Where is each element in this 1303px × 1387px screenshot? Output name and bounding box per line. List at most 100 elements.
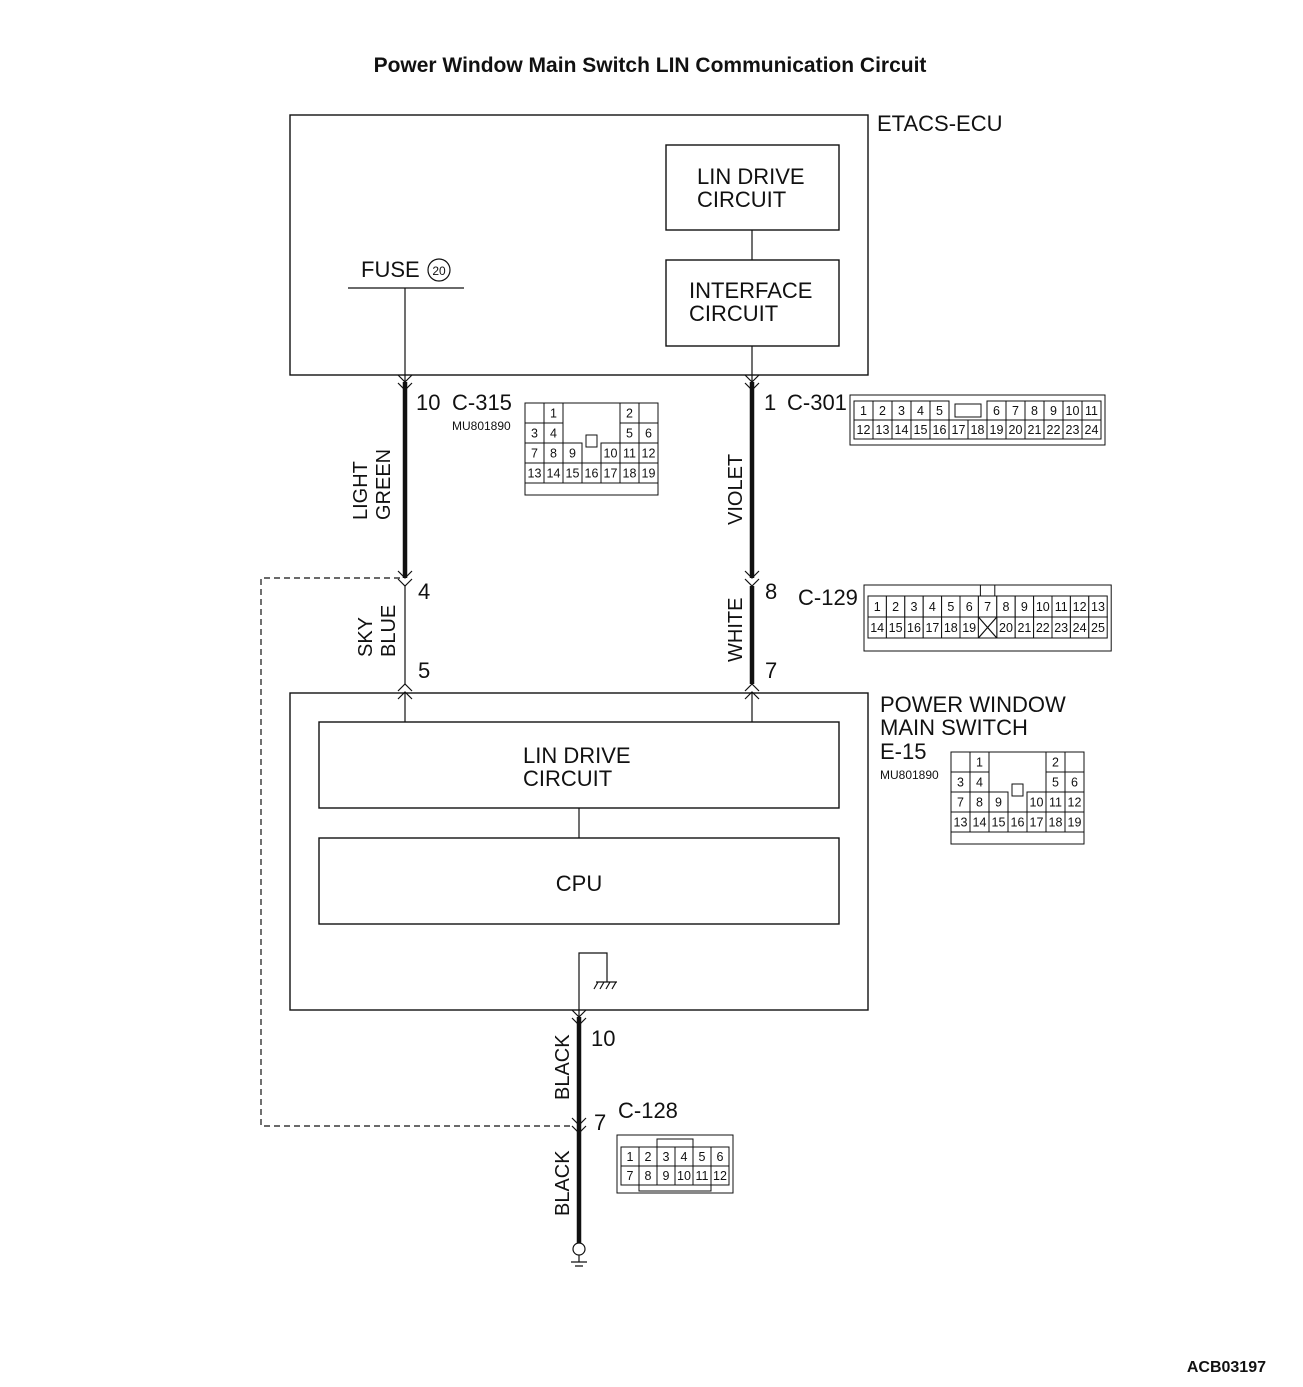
light-green-label-1: LIGHT	[350, 461, 372, 520]
c129-label: C-129	[798, 585, 858, 610]
connector-pin-number: 7	[984, 600, 991, 614]
connector-pin-number: 2	[645, 1150, 652, 1164]
internal-ground-lead	[578, 952, 608, 1017]
connector-pin-number: 12	[1073, 600, 1087, 614]
connector-pin-number: 14	[547, 467, 561, 481]
connector-pin-number: 18	[1049, 816, 1063, 830]
connector-unused-mark	[977, 616, 998, 639]
connector-pin-number: 5	[1052, 776, 1059, 790]
connector-pin-number: 20	[1009, 423, 1023, 437]
connector-pin-number: 8	[645, 1169, 652, 1183]
right-circuit: 1 C-301 VIOLET 8 C-129 WHITE 7	[725, 346, 858, 722]
connector-pin-number: 5	[947, 600, 954, 614]
left-circuit: 10 C-315 MU801890 LIGHT GREEN 4 SKY BLUE…	[350, 288, 512, 722]
cpu-label: CPU	[556, 871, 602, 896]
connector-pin-number: 17	[1030, 816, 1044, 830]
connector-pin-number: 14	[973, 816, 987, 830]
connector-pin-number: 21	[1028, 423, 1042, 437]
connector-pin-number: 8	[550, 447, 557, 461]
connector-pin-number: 3	[663, 1150, 670, 1164]
ground-pin-7: 7	[594, 1110, 606, 1135]
connector-pin-number: 10	[677, 1169, 691, 1183]
connector-pin-number: 3	[531, 427, 538, 441]
connector-pin-number: 1	[860, 404, 867, 418]
c315-pin-number: 10	[416, 390, 440, 415]
left-pin-5: 5	[418, 658, 430, 683]
connector-pin-number: 23	[1066, 423, 1080, 437]
connector-pin-number: 7	[627, 1169, 634, 1183]
connector-pin-number: 10	[1066, 404, 1080, 418]
connector-pin-number: 12	[642, 447, 656, 461]
violet-label: VIOLET	[725, 454, 747, 525]
connector-pin-number: 4	[681, 1150, 688, 1164]
connector-pin-number: 11	[1049, 796, 1062, 810]
connector-key	[585, 434, 598, 448]
connector-pin-number: 10	[1030, 796, 1044, 810]
connector-pin-number: 1	[976, 756, 983, 770]
connector-pin-number: 11	[1055, 600, 1068, 614]
connector-pin-number: 15	[914, 423, 928, 437]
fuse-label: FUSE	[361, 257, 420, 282]
connector-pin-number: 19	[990, 423, 1004, 437]
black-label-upper: BLACK	[552, 1034, 574, 1100]
connector-pin-number: 24	[1073, 621, 1087, 635]
etacs-lin-drive-label-1: LIN DRIVE	[697, 164, 805, 189]
etacs-ecu-box	[289, 114, 869, 376]
cpu-box	[318, 837, 840, 925]
etacs-ecu: ETACS-ECU LIN DRIVE CIRCUIT INTERFACE CI…	[289, 111, 1003, 376]
connector-pin-number: 22	[1047, 423, 1061, 437]
connector-pin-number: 15	[992, 816, 1006, 830]
power-window-main-switch: POWER WINDOW MAIN SWITCH E-15 MU801890 L…	[289, 692, 1066, 1017]
connector-pin-number: 2	[626, 407, 633, 421]
right-pin-8: 8	[765, 579, 777, 604]
c128-label: C-128	[618, 1098, 678, 1123]
connector-pin-number: 12	[713, 1169, 727, 1183]
connector-pin-number: 9	[995, 796, 1002, 810]
connector-pin-number: 6	[717, 1150, 724, 1164]
connector-pin-number: 16	[907, 621, 921, 635]
black-label-lower: BLACK	[552, 1150, 574, 1216]
connector-pin-number: 1	[627, 1150, 634, 1164]
figure-code: ACB03197	[1187, 1359, 1266, 1376]
connector-pin-number: 13	[528, 467, 542, 481]
connector-pin-number: 22	[1036, 621, 1050, 635]
connector-pin-number: 3	[957, 776, 964, 790]
connector-pin-number: 2	[879, 404, 886, 418]
connector-pin-number: 19	[642, 467, 656, 481]
fuse-number: 20	[432, 264, 446, 278]
connector-pin-number: 13	[954, 816, 968, 830]
right-pin-7: 7	[765, 658, 777, 683]
connector-pin-number: 6	[966, 600, 973, 614]
interface-circuit-label-1: INTERFACE	[689, 278, 812, 303]
fuse-number-circle	[427, 258, 451, 282]
connector-pin-number: 12	[857, 423, 871, 437]
connector-pin-number: 5	[936, 404, 943, 418]
connector-pin-number: 18	[944, 621, 958, 635]
connector-pin-cell	[710, 1165, 730, 1186]
connector-pin-number: 1	[874, 600, 881, 614]
connector-pin-number: 16	[1011, 816, 1025, 830]
ground-circuit: 10 BLACK 7 C-128 BLACK	[552, 1009, 678, 1267]
light-green-label-2: GREEN	[373, 449, 395, 520]
shield-dashed-line	[260, 577, 573, 1127]
switch-lin-drive-label-1: LIN DRIVE	[523, 743, 631, 768]
c315-part-number: MU801890	[452, 419, 511, 433]
connector-pin-number: 24	[1085, 423, 1099, 437]
connector-pin-number: 8	[1003, 600, 1010, 614]
connector-pin-number: 3	[911, 600, 918, 614]
connector-pin-number: 2	[892, 600, 899, 614]
main-switch-part-number: MU801890	[880, 768, 939, 782]
connector-pin-number: 6	[645, 427, 652, 441]
connector-pin-number: 11	[623, 447, 636, 461]
connector-pin-number: 25	[1091, 621, 1105, 635]
connector-pin-cell	[1064, 811, 1085, 833]
connector-pin-number: 15	[889, 621, 903, 635]
connector-pin-number: 1	[550, 407, 557, 421]
connector-pin-cell	[1088, 616, 1108, 639]
connector-pin-number: 19	[1068, 816, 1082, 830]
